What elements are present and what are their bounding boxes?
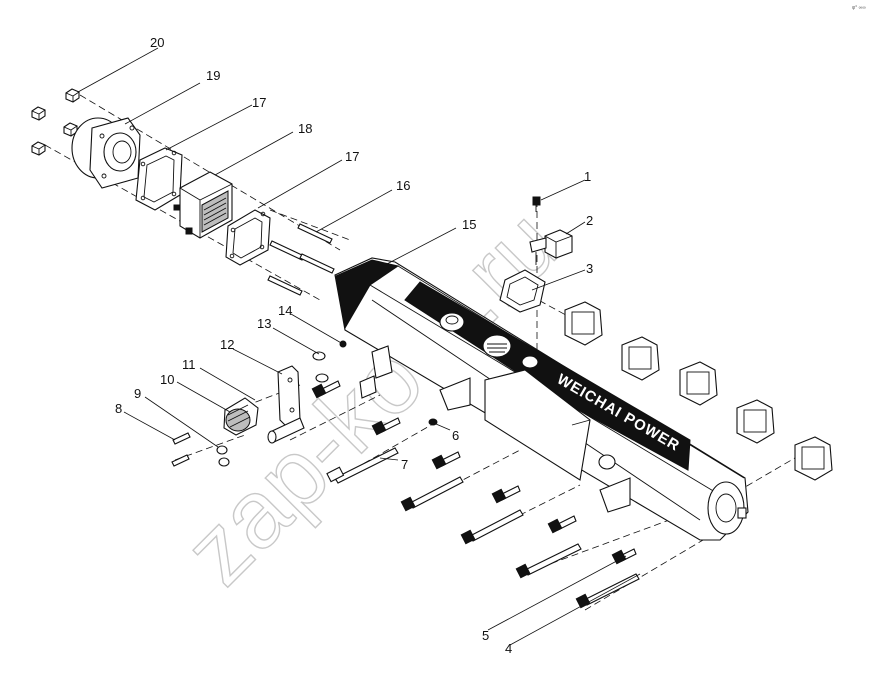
- stud-set-part-16: [267, 223, 335, 296]
- port-gasket-3: [679, 361, 718, 406]
- leader-lines: [77, 47, 641, 646]
- clamp-plate: [359, 345, 393, 399]
- bolt-short-3: [431, 451, 461, 470]
- callout-3: 3: [586, 261, 593, 276]
- cap-part-9: [216, 445, 230, 467]
- callout-20: 20: [150, 35, 164, 50]
- relay-group: [171, 340, 393, 467]
- nut-left-3: [31, 141, 46, 156]
- callout-17-top: 17: [252, 95, 266, 110]
- callout-14: 14: [278, 303, 292, 318]
- callout-1: 1: [584, 169, 591, 184]
- sensor-part-2: [529, 229, 573, 265]
- callouts: 20 19 17 18 17 16 15 1 2 3 14 13 12 11 1…: [115, 35, 593, 656]
- callout-7: 7: [401, 457, 408, 472]
- callout-15: 15: [462, 217, 476, 232]
- bolt-short-4: [371, 417, 401, 436]
- callout-19: 19: [206, 68, 220, 83]
- manifold-body-part-15: WEICHAI POWER: [334, 257, 749, 541]
- port-gasket-2: [621, 336, 660, 381]
- port-gasket-5: [794, 436, 833, 481]
- nut-left-1: [31, 106, 46, 121]
- bolt-short-5: [311, 380, 341, 399]
- bolt-long-1: [460, 509, 524, 545]
- callout-16: 16: [396, 178, 410, 193]
- callout-13: 13: [257, 316, 271, 331]
- callout-4: 4: [505, 641, 512, 656]
- callout-6: 6: [452, 428, 459, 443]
- callout-9: 9: [134, 386, 141, 401]
- gasket-part-17-left: [135, 147, 183, 211]
- heater-block-part-18: [173, 171, 233, 239]
- washer-part-6: [428, 418, 438, 426]
- callout-18: 18: [298, 121, 312, 136]
- bolt-short-6: [611, 548, 637, 565]
- bolt-short-1: [491, 485, 521, 504]
- nut-set: [31, 88, 80, 156]
- bolt-set: [311, 380, 640, 609]
- callout-12: 12: [220, 337, 234, 352]
- bolt-part-5: [515, 543, 582, 579]
- nut-part-20: [65, 88, 80, 103]
- relay-part-10: [223, 397, 259, 436]
- callout-10: 10: [160, 372, 174, 387]
- gasket-part-17-right: [225, 209, 271, 266]
- gasket-part-3: [499, 269, 546, 313]
- callout-8: 8: [115, 401, 122, 416]
- bolt-part-4: [575, 573, 640, 609]
- port-gaskets: [564, 301, 833, 481]
- bolt-short-2: [547, 515, 577, 534]
- port-gasket-4: [736, 399, 775, 444]
- callout-5: 5: [482, 628, 489, 643]
- screw-part-8: [171, 432, 191, 467]
- port-gasket-1: [564, 301, 603, 346]
- corner-mark: φ° ∞∞: [852, 5, 866, 11]
- flange-adapter-part-19: [71, 117, 141, 189]
- bolt-long-2: [400, 476, 464, 512]
- callout-2: 2: [586, 213, 593, 228]
- callout-17-bottom: 17: [345, 149, 359, 164]
- bolt-part-7: [326, 447, 399, 484]
- bracket-part-12: [277, 365, 301, 427]
- screw-part-1: [532, 196, 541, 212]
- spacer-part-11: [267, 417, 305, 444]
- callout-11: 11: [182, 357, 196, 372]
- washer-part-13: [312, 351, 329, 383]
